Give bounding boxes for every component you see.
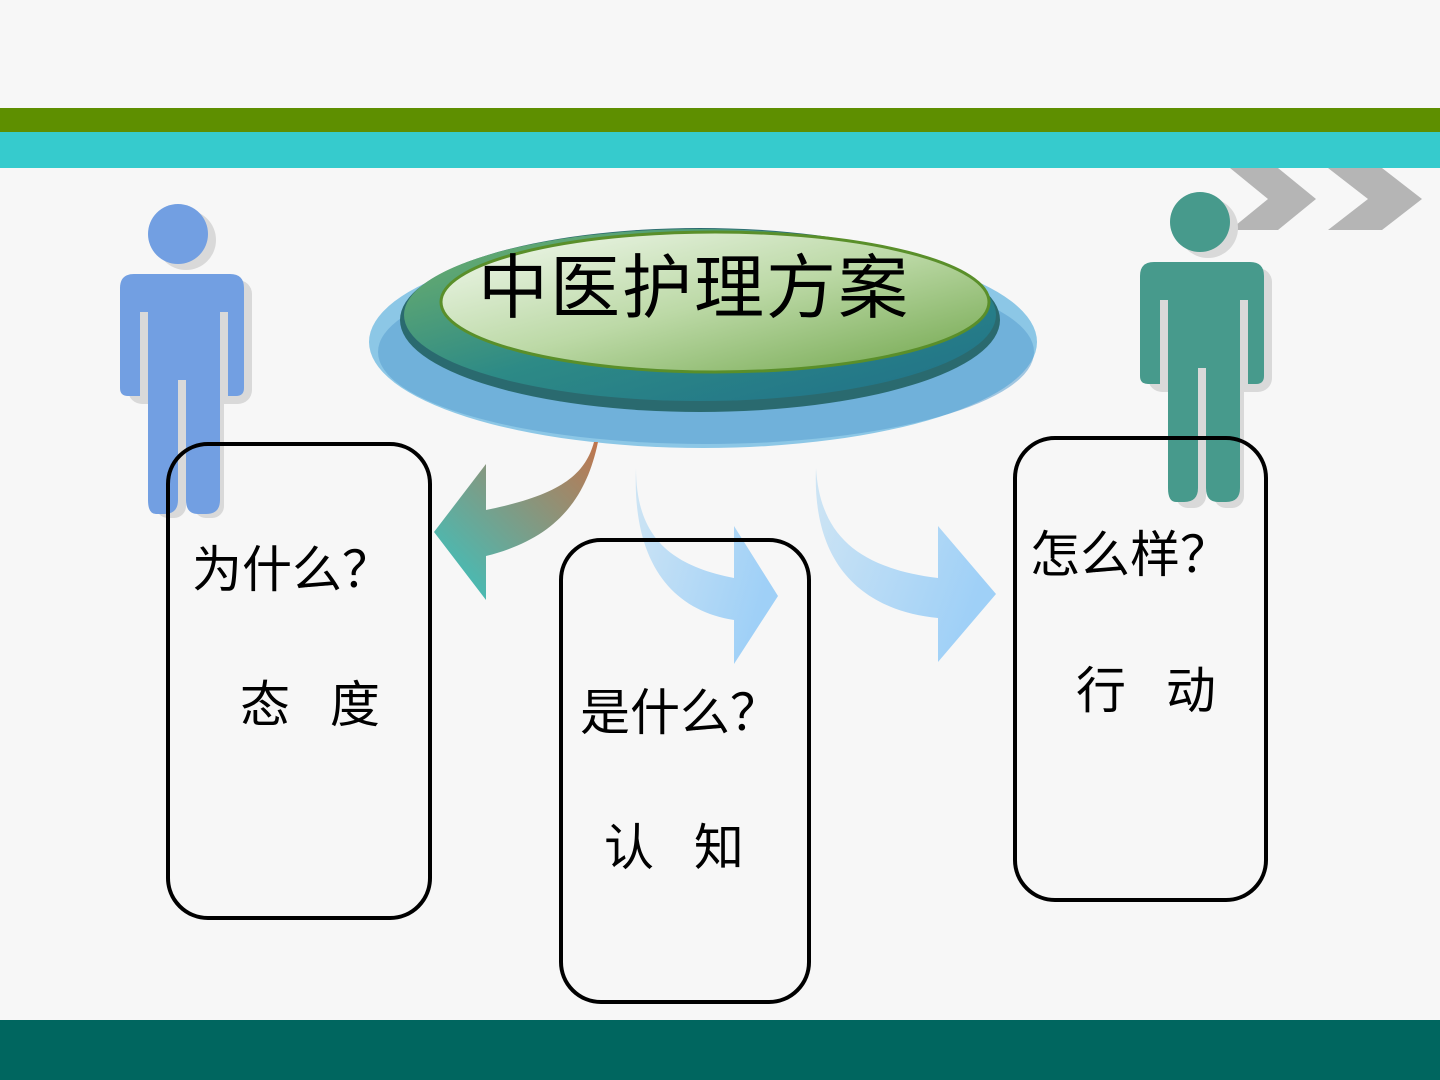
- box-action: [1013, 436, 1268, 902]
- chevron-right-icon: [1230, 168, 1316, 230]
- title-disc: [369, 228, 1037, 448]
- chevron-right-icon: [1328, 168, 1422, 230]
- box-attitude: [166, 442, 432, 920]
- question-what: 是什么？: [580, 684, 780, 742]
- person-icon: [1140, 192, 1272, 508]
- curved-arrow-icon: [434, 442, 598, 600]
- curved-arrow-icon: [635, 468, 778, 664]
- header-band-cyan: [0, 132, 1440, 168]
- question-how: 怎么样？: [1030, 526, 1230, 584]
- question-why: 为什么？: [192, 541, 392, 599]
- person-icon: [120, 204, 252, 518]
- answer-action: 行 动: [1076, 662, 1228, 720]
- header-band-green: [0, 108, 1440, 132]
- box-cognition: [559, 538, 811, 1004]
- curved-arrow-icon: [815, 468, 996, 662]
- footer-band: [0, 1020, 1440, 1080]
- answer-cognition: 认 知: [604, 819, 756, 877]
- page-title: 中医护理方案: [478, 247, 910, 329]
- answer-attitude: 态 度: [240, 676, 392, 734]
